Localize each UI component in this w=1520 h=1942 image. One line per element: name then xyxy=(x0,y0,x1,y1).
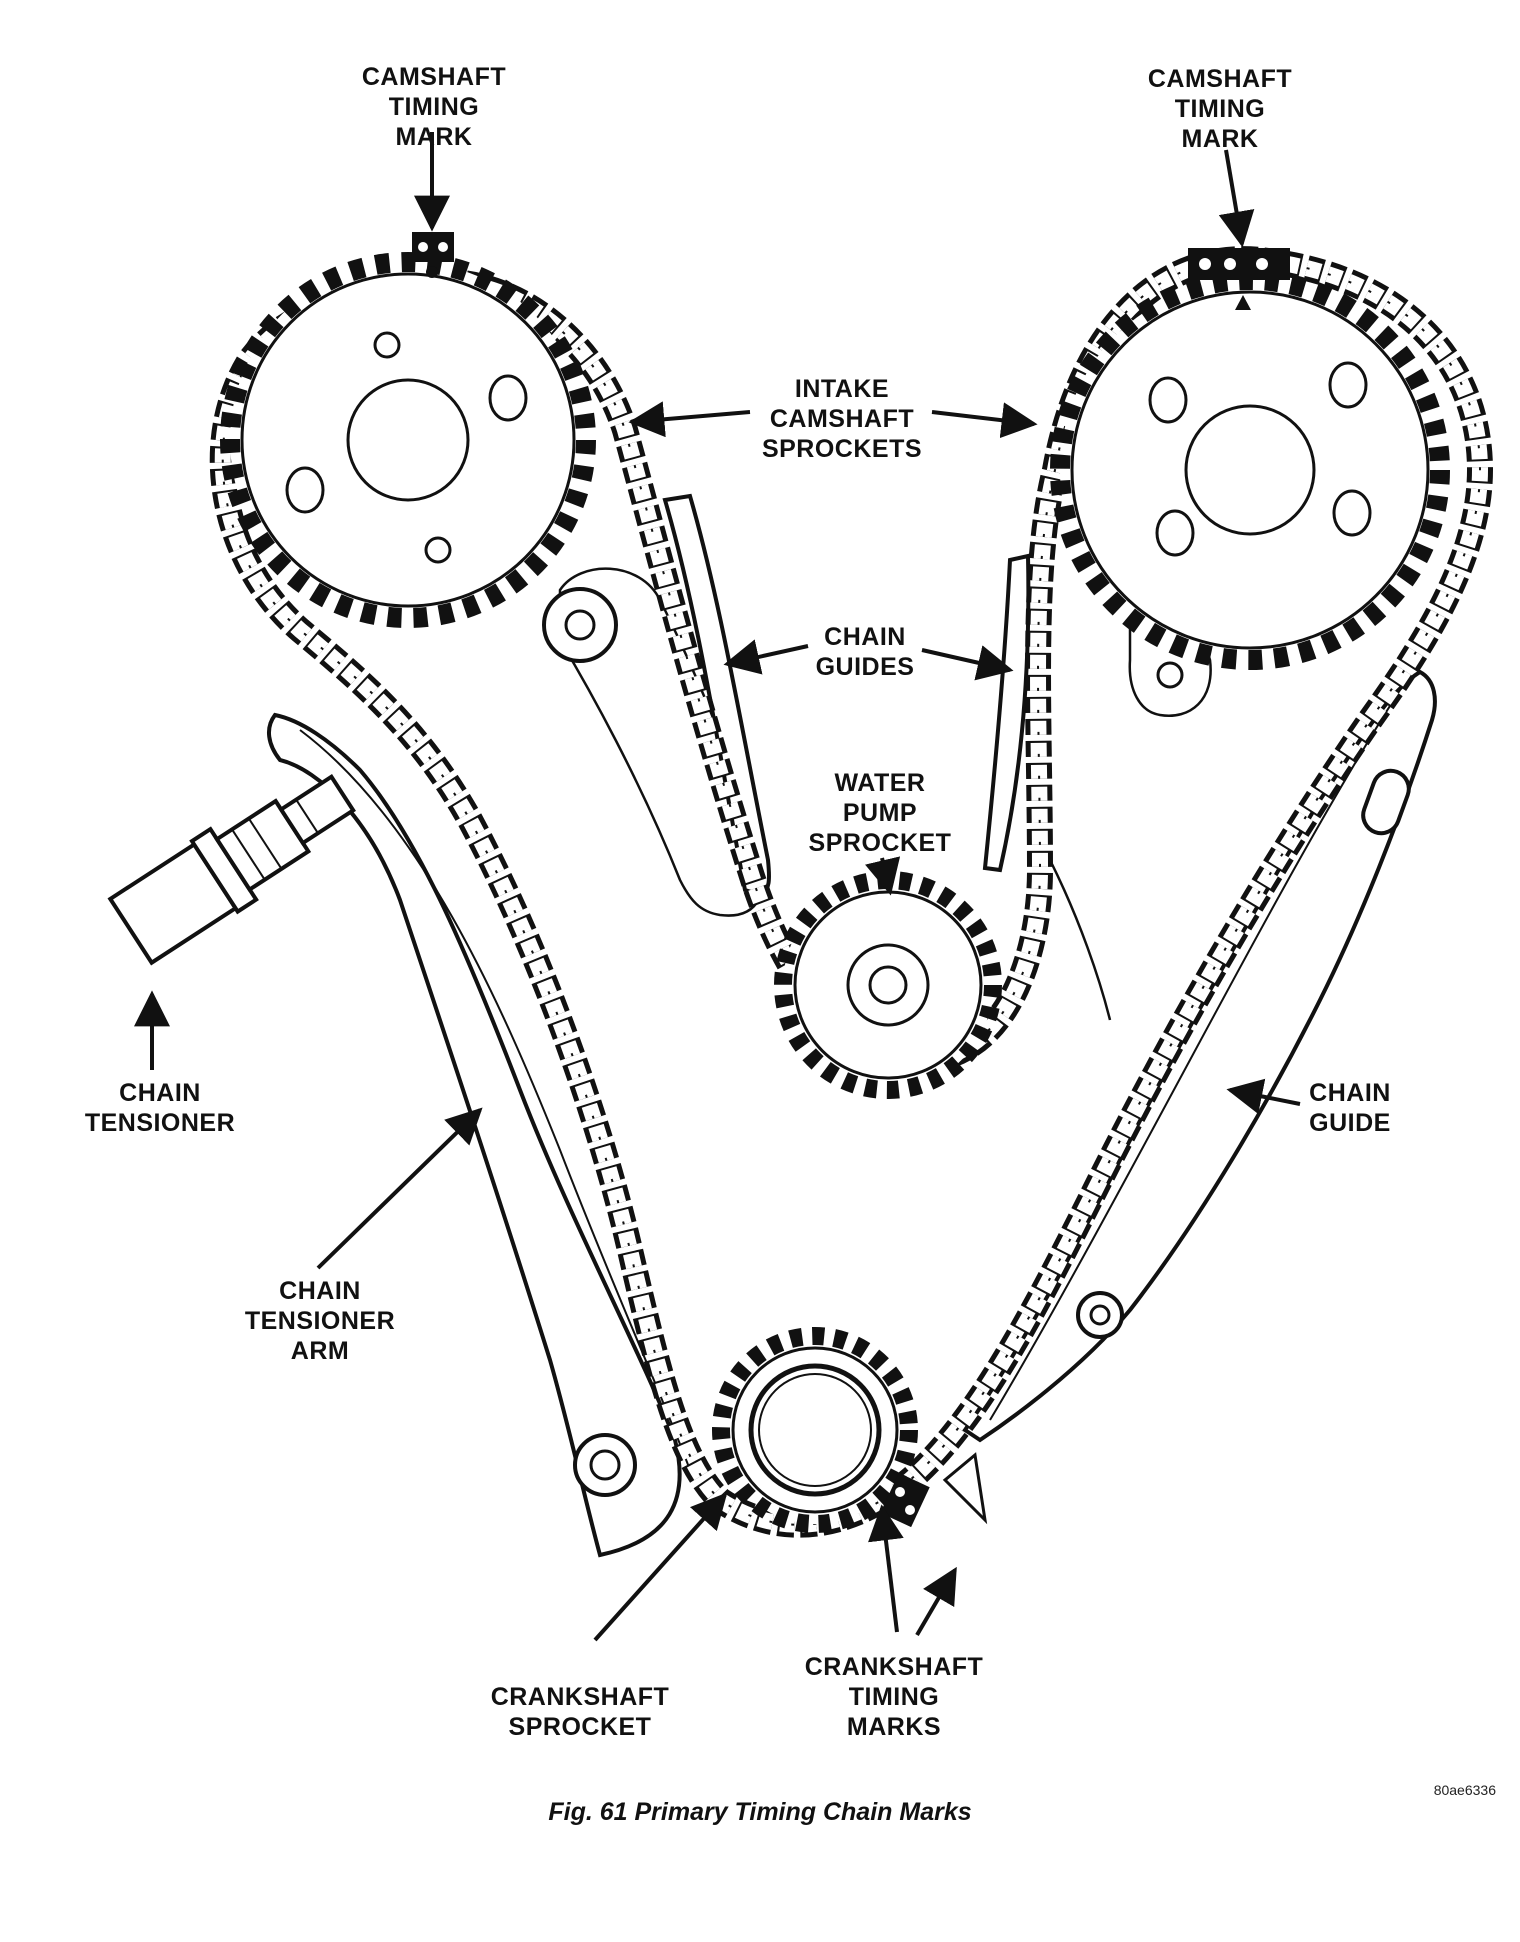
chain-tensioner-arm xyxy=(267,712,682,1558)
left-camshaft-timing-mark xyxy=(412,232,454,278)
figure-id: 80ae6336 xyxy=(1433,1782,1496,1798)
label-chain-tensioner: CHAIN TENSIONER xyxy=(84,1079,236,1137)
label-crankshaft-timing-marks: CRANKSHAFT TIMING MARKS xyxy=(804,1653,984,1741)
crankshaft-sprocket xyxy=(712,1327,918,1533)
inner-chain-guide-right xyxy=(982,553,1031,873)
right-camshaft-sprocket xyxy=(1050,270,1450,670)
left-camshaft-sprocket xyxy=(220,252,596,628)
label-camshaft-timing-mark-left: CAMSHAFT TIMING MARK xyxy=(361,63,507,151)
figure-caption: Fig. 61 Primary Timing Chain Marks xyxy=(548,1798,972,1826)
leader-arrows xyxy=(134,132,1301,1642)
right-camshaft-timing-mark xyxy=(1188,248,1290,310)
inner-chain-guide-left xyxy=(662,493,771,898)
label-chain-tensioner-arm: CHAIN TENSIONER ARM xyxy=(244,1277,396,1365)
chain-tensioner xyxy=(107,774,356,966)
label-chain-guide: CHAIN GUIDE xyxy=(1309,1079,1391,1137)
crankshaft-reference-triangle xyxy=(942,1452,988,1525)
label-camshaft-timing-mark-right: CAMSHAFT TIMING MARK xyxy=(1147,65,1293,153)
label-water-pump-sprocket: WATER PUMP SPROCKET xyxy=(808,769,952,857)
label-crankshaft-sprocket: CRANKSHAFT SPROCKET xyxy=(490,1683,670,1741)
label-chain-guides: CHAIN GUIDES xyxy=(815,623,915,681)
water-pump-sprocket xyxy=(774,871,1002,1099)
chain-guide-slot xyxy=(1361,768,1411,836)
label-intake-camshaft-sprockets: INTAKE CAMSHAFT SPROCKETS xyxy=(761,375,923,463)
